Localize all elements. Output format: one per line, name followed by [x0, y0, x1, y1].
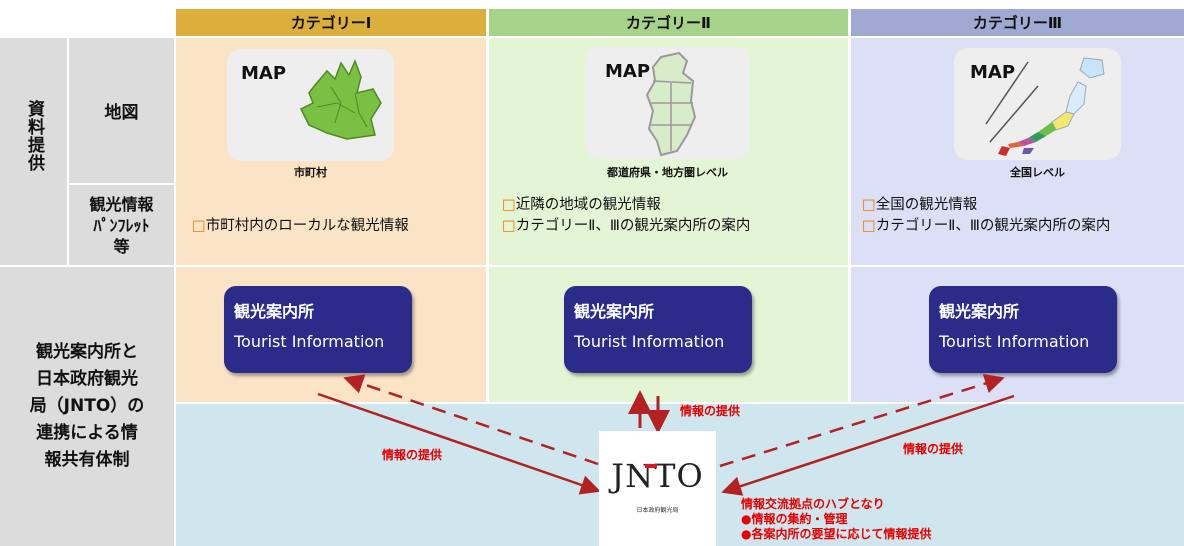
- map-caption-municipal: 市町村: [294, 166, 327, 179]
- info-text: 全国の観光情報: [875, 197, 978, 213]
- info-list-category-3: □全国の観光情報 □カテゴリーⅡ、Ⅲの観光案内所の案内: [862, 195, 1110, 237]
- tourist-info-box-3: 観光案内所 Tourist Information: [929, 286, 1117, 373]
- bullet-square-icon: □: [502, 218, 516, 234]
- map-box-national: MAP: [954, 48, 1121, 160]
- info-item: □近隣の地域の観光情報: [502, 195, 750, 216]
- section-cooperation-label: 観光案内所と 日本政府観光 局（JNTO）の 連携による情 報共有体制: [0, 267, 174, 546]
- map-caption-national: 全国レベル: [1010, 166, 1065, 179]
- national-map-icon: [985, 57, 1105, 156]
- info-item: □カテゴリーⅡ、Ⅲの観光案内所の案内: [862, 216, 1110, 237]
- info-text: 近隣の地域の観光情報: [515, 197, 661, 213]
- municipal-map-icon: [299, 58, 382, 140]
- tourist-info-box-1: 観光案内所 Tourist Information: [224, 286, 412, 373]
- map-box-prefecture: MAP: [585, 47, 750, 159]
- info-item: □カテゴリーⅡ、Ⅲの観光案内所の案内: [502, 216, 750, 237]
- header-category-2: カテゴリーⅡ: [489, 9, 848, 36]
- info-text: カテゴリーⅡ、Ⅲの観光案内所の案内: [875, 218, 1111, 234]
- map-title: MAP: [970, 62, 1016, 83]
- tourist-info-ja: 観光案内所: [939, 302, 1020, 321]
- info-item: □市町村内のローカルな観光情報: [192, 216, 409, 237]
- header-category-3: カテゴリーⅢ: [851, 9, 1184, 36]
- info-text: カテゴリーⅡ、Ⅲの観光案内所の案内: [515, 218, 751, 234]
- hub-line: 情報交流拠点のハブとなり: [741, 497, 885, 511]
- tourist-info-en: Tourist Information: [234, 332, 385, 351]
- info-text: 市町村内のローカルな観光情報: [205, 218, 409, 234]
- hub-line: ●各案内所の要望に応じて情報提供: [741, 527, 932, 541]
- jnto-logo-box: JNTO 日本政府観光局: [599, 431, 716, 546]
- map-box-municipal: MAP: [227, 49, 394, 161]
- info-item: □全国の観光情報: [862, 195, 1110, 216]
- bullet-square-icon: □: [502, 197, 516, 213]
- flow-label-left: 情報の提供: [382, 448, 443, 462]
- arrow-jnto-to-ti3: [719, 373, 1005, 468]
- row-map-label: 地図: [69, 38, 174, 183]
- tourist-info-ja: 観光案内所: [234, 302, 315, 321]
- arrow-ti3-to-jnto: [721, 394, 1015, 496]
- hub-line: ●情報の集約・管理: [741, 512, 848, 526]
- section-materials-cell: [0, 38, 67, 265]
- flow-label-right: 情報の提供: [903, 442, 964, 456]
- jnto-logo-red-mark: [645, 464, 657, 468]
- prefecture-map-icon: [645, 51, 697, 157]
- row-pamphlet-label: 観光情報 ﾊﾟﾝﾌﾚｯﾄ 等: [69, 185, 174, 265]
- arrow-ti1-to-jnto: [317, 392, 601, 495]
- tourist-info-ja: 観光案内所: [574, 302, 655, 321]
- flow-label-center: 情報の提供: [680, 404, 741, 418]
- map-title: MAP: [605, 61, 651, 82]
- jnto-logo: JNTO: [611, 457, 704, 495]
- map-title: MAP: [241, 63, 287, 84]
- arrow-jnto-to-ti1: [343, 374, 599, 466]
- bullet-square-icon: □: [862, 197, 876, 213]
- map-caption-prefecture: 都道府県・地方圏レベル: [607, 166, 728, 179]
- bullet-square-icon: □: [862, 218, 876, 234]
- header-category-1: カテゴリーⅠ: [176, 9, 486, 36]
- info-list-category-2: □近隣の地域の観光情報 □カテゴリーⅡ、Ⅲの観光案内所の案内: [502, 195, 750, 237]
- jnto-logo-subtitle: 日本政府観光局: [636, 507, 679, 514]
- tourist-info-en: Tourist Information: [574, 332, 725, 351]
- tourist-info-box-2: 観光案内所 Tourist Information: [564, 286, 752, 373]
- info-list-category-1: □市町村内のローカルな観光情報: [192, 216, 409, 237]
- jnto-hub-description: 情報交流拠点のハブとなり ●情報の集約・管理 ●各案内所の要望に応じて情報提供: [741, 497, 931, 542]
- section-materials-label: 資料提供: [24, 100, 44, 172]
- bullet-square-icon: □: [192, 218, 206, 234]
- tourist-info-en: Tourist Information: [939, 332, 1090, 351]
